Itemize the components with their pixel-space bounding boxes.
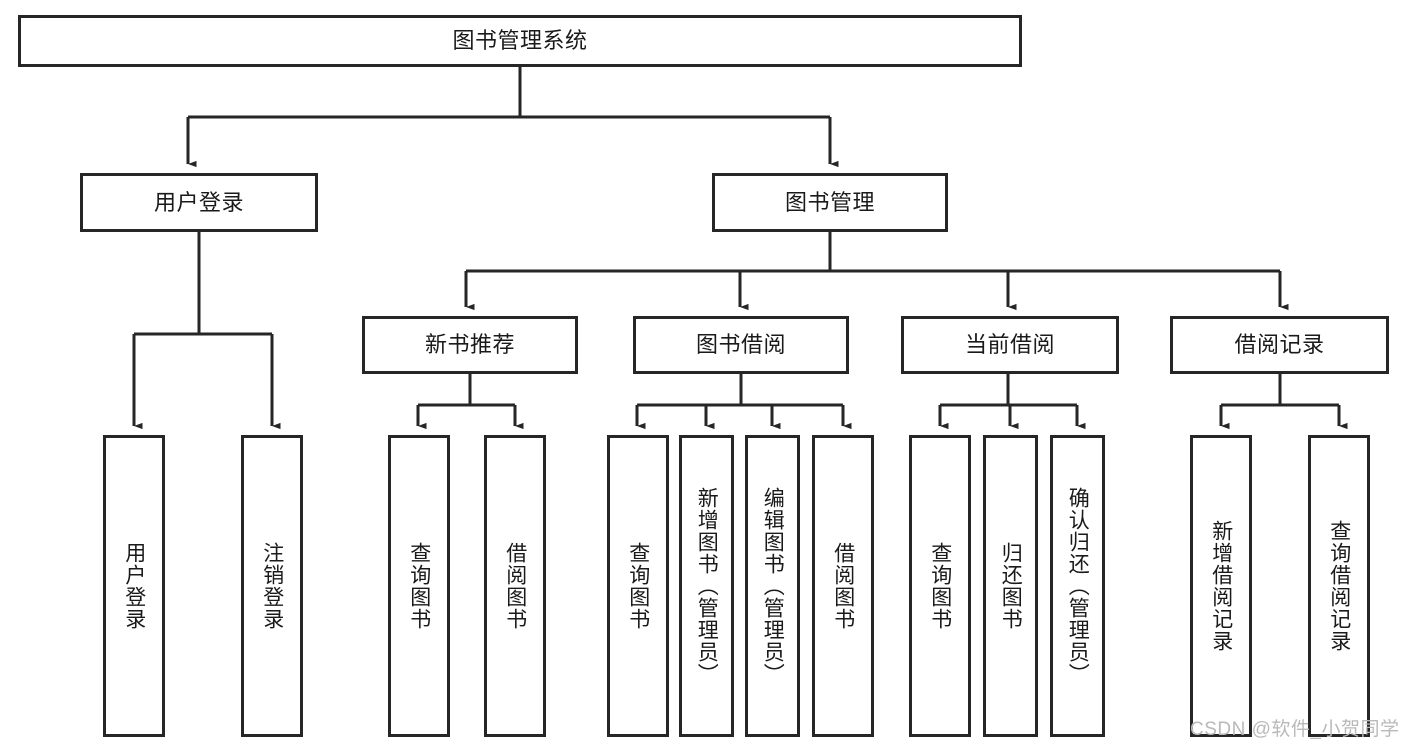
node-leaf-add-record[interactable]: 新增借阅记录: [1190, 435, 1252, 737]
node-leaf-query-record[interactable]: 查询借阅记录: [1308, 435, 1370, 737]
node-leaf-query-book-3-label: 查询图书: [928, 542, 952, 630]
node-book-borrow[interactable]: 图书借阅: [633, 316, 849, 374]
node-leaf-query-book-1[interactable]: 查询图书: [388, 435, 450, 737]
node-leaf-borrow-book-2-label: 借阅图书: [831, 542, 855, 630]
node-leaf-edit-book[interactable]: 编辑图书（管理员）: [745, 435, 800, 737]
node-current-borrow[interactable]: 当前借阅: [901, 316, 1119, 374]
node-book-manage-label: 图书管理: [784, 189, 875, 215]
node-current-borrow-label: 当前借阅: [964, 332, 1055, 358]
node-user-login-label: 用户登录: [153, 189, 244, 215]
node-leaf-query-record-label: 查询借阅记录: [1327, 520, 1351, 652]
node-leaf-logout-label: 注销登录: [260, 542, 284, 630]
node-leaf-query-book-1-label: 查询图书: [407, 542, 431, 630]
node-leaf-confirm-return-label: 确认归还（管理员）: [1066, 487, 1090, 685]
node-book-borrow-label: 图书借阅: [695, 332, 786, 358]
node-leaf-borrow-book-1[interactable]: 借阅图书: [484, 435, 546, 737]
node-leaf-query-book-2-label: 查询图书: [626, 542, 650, 630]
node-leaf-add-book-label: 新增图书（管理员）: [695, 487, 719, 685]
node-leaf-return-book-label: 归还图书: [999, 542, 1023, 630]
node-book-manage[interactable]: 图书管理: [712, 173, 948, 232]
node-leaf-add-book[interactable]: 新增图书（管理员）: [679, 435, 734, 737]
node-leaf-borrow-book-2[interactable]: 借阅图书: [812, 435, 874, 737]
node-root-label: 图书管理系统: [452, 28, 588, 54]
node-leaf-return-book[interactable]: 归还图书: [983, 435, 1038, 737]
node-leaf-user-login-label: 用户登录: [122, 542, 146, 630]
node-leaf-add-record-label: 新增借阅记录: [1209, 520, 1233, 652]
node-new-book-rec[interactable]: 新书推荐: [362, 316, 578, 374]
watermark: CSDN @软件_小贺同学: [1190, 719, 1400, 740]
node-new-book-rec-label: 新书推荐: [424, 332, 515, 358]
node-root[interactable]: 图书管理系统: [18, 15, 1022, 67]
node-leaf-edit-book-label: 编辑图书（管理员）: [761, 487, 785, 685]
node-borrow-record[interactable]: 借阅记录: [1170, 316, 1389, 374]
node-leaf-logout[interactable]: 注销登录: [241, 435, 303, 737]
node-leaf-confirm-return[interactable]: 确认归还（管理员）: [1050, 435, 1105, 737]
node-user-login[interactable]: 用户登录: [80, 173, 318, 232]
node-leaf-query-book-3[interactable]: 查询图书: [909, 435, 971, 737]
node-borrow-record-label: 借阅记录: [1234, 332, 1325, 358]
node-leaf-user-login[interactable]: 用户登录: [103, 435, 165, 737]
node-leaf-query-book-2[interactable]: 查询图书: [607, 435, 669, 737]
node-leaf-borrow-book-1-label: 借阅图书: [503, 542, 527, 630]
